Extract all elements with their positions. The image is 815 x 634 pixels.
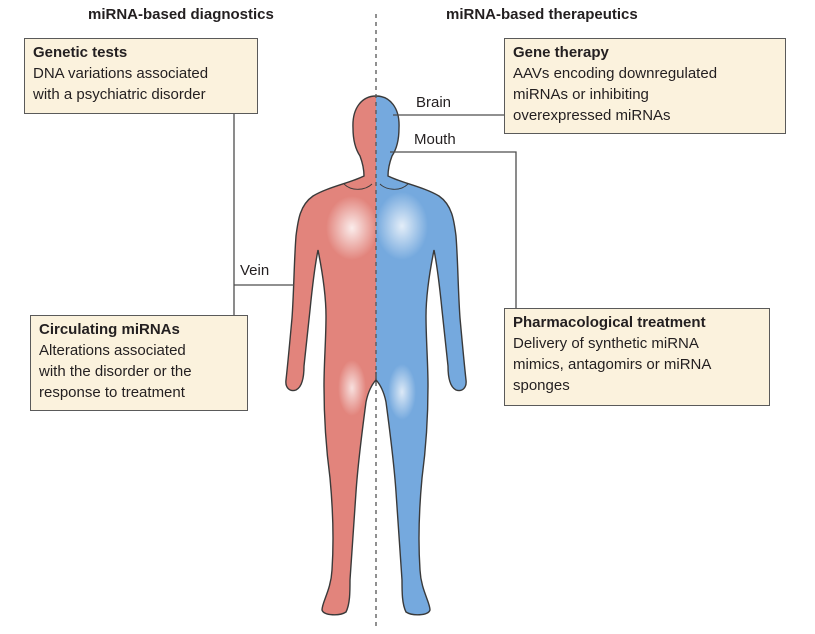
pharmacological-treatment-title: Pharmacological treatment xyxy=(513,314,706,331)
pharmacological-treatment-line-1: Delivery of synthetic miRNA xyxy=(513,335,699,352)
gene-therapy-box: Gene therapy AAVs encoding downregulated… xyxy=(504,38,786,134)
circulating-mirnas-line-3: response to treatment xyxy=(39,384,185,401)
genetic-tests-line-2: with a psychiatric disorder xyxy=(33,86,206,103)
diagnostics-header: miRNA-based diagnostics xyxy=(88,6,274,23)
genetic-tests-line-1: DNA variations associated xyxy=(33,65,209,82)
circulating-mirnas-line-2: with the disorder or the xyxy=(39,363,192,380)
pharmacological-treatment-line-2: mimics, antagomirs or miRNA xyxy=(513,356,712,373)
gene-therapy-line-1: AAVs encoding downregulated xyxy=(513,65,718,82)
gene-therapy-line-3: overexpressed miRNAs xyxy=(513,107,671,124)
vein-label: Vein xyxy=(240,262,270,279)
gene-therapy-title: Gene therapy xyxy=(513,44,609,61)
mouth-label: Mouth xyxy=(414,131,456,148)
connector-mouth xyxy=(390,151,517,308)
circulating-mirnas-title: Circulating miRNAs xyxy=(39,321,180,338)
human-body-figure xyxy=(285,95,467,616)
circulating-mirnas-box: Circulating miRNAs Alterations associate… xyxy=(30,315,248,411)
pharmacological-treatment-line-3: sponges xyxy=(513,377,570,394)
genetic-tests-box: Genetic tests DNA variations associated … xyxy=(24,38,258,114)
brain-label: Brain xyxy=(416,94,452,111)
gene-therapy-line-2: miRNAs or inhibiting xyxy=(513,86,649,103)
therapeutics-header: miRNA-based therapeutics xyxy=(446,6,638,23)
connector-lines xyxy=(233,114,517,315)
genetic-tests-title: Genetic tests xyxy=(33,44,128,61)
circulating-mirnas-line-1: Alterations associated xyxy=(39,342,186,359)
pharmacological-treatment-box: Pharmacological treatment Delivery of sy… xyxy=(504,308,770,406)
